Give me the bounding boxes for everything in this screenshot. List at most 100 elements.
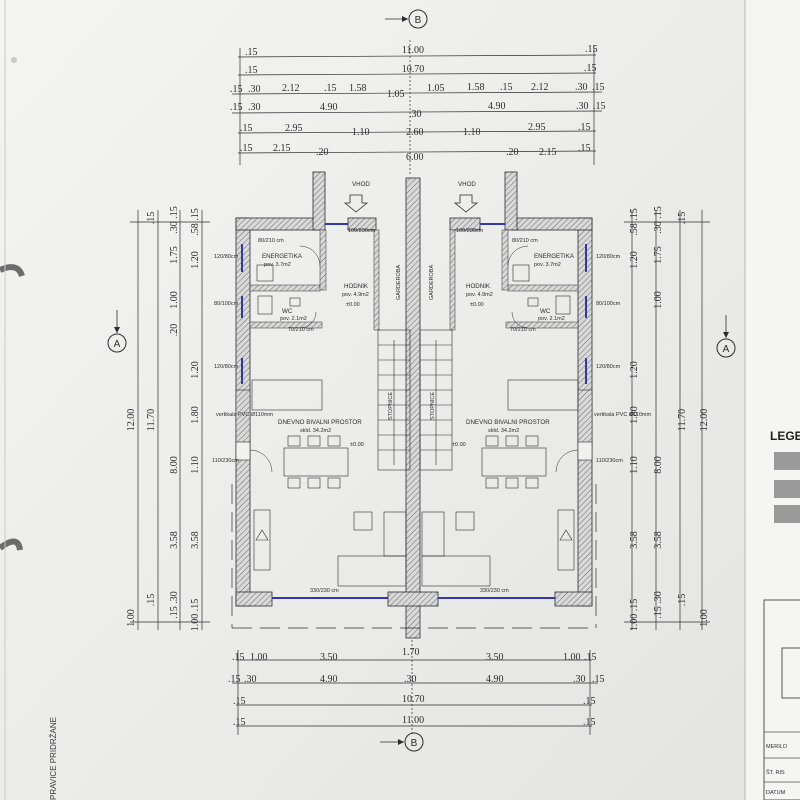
svg-text:1.00: 1.00	[169, 291, 180, 309]
windows	[241, 223, 587, 599]
svg-text:1.20: 1.20	[629, 251, 640, 269]
svg-text:.15: .15	[583, 696, 596, 707]
svg-text:3.58: 3.58	[653, 531, 664, 549]
svg-text:pov. 3.7m2: pov. 3.7m2	[264, 262, 291, 268]
svg-text:1.70: 1.70	[402, 647, 420, 658]
svg-text:.15: .15	[233, 696, 246, 707]
svg-text:.20: .20	[169, 324, 180, 337]
svg-text:2.15: 2.15	[273, 143, 291, 154]
svg-text:1.00: 1.00	[563, 652, 581, 663]
building-walls	[235, 171, 593, 639]
svg-text:.30: .30	[575, 82, 588, 93]
svg-text:10.70: 10.70	[402, 694, 425, 705]
svg-text:8.00: 8.00	[169, 456, 180, 474]
svg-text:LEGE: LEGE	[770, 429, 800, 443]
svg-text:120/80cm: 120/80cm	[596, 364, 621, 370]
svg-text:ENERGETIKA: ENERGETIKA	[262, 253, 303, 260]
furniture	[251, 264, 579, 587]
door-swings	[249, 245, 579, 473]
svg-text:10.70: 10.70	[402, 64, 425, 75]
svg-text:1.20: 1.20	[629, 361, 640, 379]
svg-text:.15 .30: .15 .30	[169, 591, 180, 619]
svg-text:.20: .20	[506, 147, 519, 158]
svg-text:HODNIK: HODNIK	[466, 283, 491, 290]
svg-text:.15: .15	[146, 594, 157, 607]
svg-text:.30: .30	[244, 674, 257, 685]
svg-text:100/230cm: 100/230cm	[456, 228, 484, 234]
svg-text:pov. 2.1m2: pov. 2.1m2	[280, 316, 307, 322]
svg-text:11.70: 11.70	[146, 409, 157, 431]
svg-text:1.58: 1.58	[349, 83, 367, 94]
svg-text:.15: .15	[230, 84, 243, 95]
svg-text:2.15: 2.15	[539, 147, 557, 158]
svg-text:.15: .15	[245, 65, 258, 76]
svg-text:ŠT. RIS: ŠT. RIS	[766, 769, 785, 776]
svg-text:.30: .30	[576, 101, 589, 112]
svg-text:skld. 34.2m2: skld. 34.2m2	[488, 428, 519, 434]
svg-text:A: A	[114, 339, 121, 350]
svg-text:.15: .15	[592, 674, 605, 685]
svg-text:VHOD: VHOD	[352, 181, 370, 188]
svg-text:1.00 .15: 1.00 .15	[629, 599, 640, 632]
svg-text:.15: .15	[584, 652, 597, 663]
svg-text:.15: .15	[585, 44, 598, 55]
svg-text:pov. 3.7m2: pov. 3.7m2	[534, 262, 561, 268]
svg-text:DATUM: DATUM	[766, 790, 786, 796]
svg-text:pov. 4.9m2: pov. 4.9m2	[466, 292, 493, 298]
svg-text:.58 .15: .58 .15	[629, 208, 640, 236]
svg-text:2.95: 2.95	[285, 123, 303, 134]
axis-a-right: A	[716, 315, 736, 358]
svg-text:12.00: 12.00	[699, 409, 710, 432]
svg-text:70/210 cm: 70/210 cm	[510, 327, 536, 333]
svg-text:±0.00: ±0.00	[350, 442, 364, 448]
entry-arrow-right: VHOD	[453, 181, 479, 213]
svg-text:3.50: 3.50	[320, 652, 338, 663]
svg-text:1.10: 1.10	[463, 127, 481, 138]
svg-text:110/230cm: 110/230cm	[212, 458, 239, 464]
svg-text:.30: .30	[248, 84, 261, 95]
svg-text:pov. 2.1m2: pov. 2.1m2	[538, 316, 565, 322]
svg-text:1.05: 1.05	[427, 83, 445, 94]
svg-text:.15: .15	[677, 212, 688, 225]
left-dimension-text: 12.00 11.70 8.00 3.58 1.75 1.00 .20 1.20…	[126, 206, 201, 631]
svg-text:1.00 .15: 1.00 .15	[190, 599, 201, 632]
svg-text:1.00: 1.00	[126, 609, 137, 627]
svg-text:3.58: 3.58	[190, 531, 201, 549]
svg-text:80/100cm: 80/100cm	[214, 301, 239, 307]
svg-text:.15: .15	[232, 652, 245, 663]
svg-text:.15: .15	[500, 82, 513, 93]
svg-text:1.75: 1.75	[653, 246, 664, 264]
svg-text:2.95: 2.95	[528, 122, 546, 133]
svg-text:12.00: 12.00	[126, 409, 137, 432]
svg-text:1.10: 1.10	[190, 456, 201, 474]
svg-text:.15: .15	[584, 63, 597, 74]
bottom-dimension-chains	[232, 640, 598, 735]
svg-text:vertikala PVC Ø110mm: vertikala PVC Ø110mm	[594, 412, 651, 418]
svg-text:80/210 cm: 80/210 cm	[258, 238, 284, 244]
svg-text:B: B	[415, 15, 422, 26]
svg-text:1.75: 1.75	[169, 246, 180, 264]
svg-text:.15: .15	[228, 674, 241, 685]
svg-text:1.58: 1.58	[467, 82, 485, 93]
stairs	[377, 329, 453, 471]
paper-sheet	[0, 0, 745, 800]
binder-rings	[0, 57, 25, 551]
right-dimension-chains	[624, 210, 710, 630]
next-page	[745, 0, 800, 800]
svg-text:.15: .15	[592, 82, 605, 93]
svg-text:.15: .15	[593, 101, 606, 112]
svg-text:.15: .15	[230, 102, 243, 113]
svg-text:1.10: 1.10	[352, 127, 370, 138]
svg-text:1.10: 1.10	[629, 456, 640, 474]
svg-text:.15: .15	[677, 594, 688, 607]
svg-text:±0.00: ±0.00	[452, 442, 466, 448]
svg-text:1.80: 1.80	[629, 406, 640, 424]
entry-arrow-left: VHOD	[343, 181, 370, 213]
svg-text:11.00: 11.00	[402, 715, 424, 726]
svg-text:2.12: 2.12	[282, 83, 300, 94]
svg-text:DNEVNO BIVALNI PROSTOR: DNEVNO BIVALNI PROSTOR	[278, 419, 362, 426]
svg-text:1.00: 1.00	[699, 609, 710, 627]
svg-text:.15: .15	[578, 143, 591, 154]
svg-text:.30: .30	[248, 102, 261, 113]
